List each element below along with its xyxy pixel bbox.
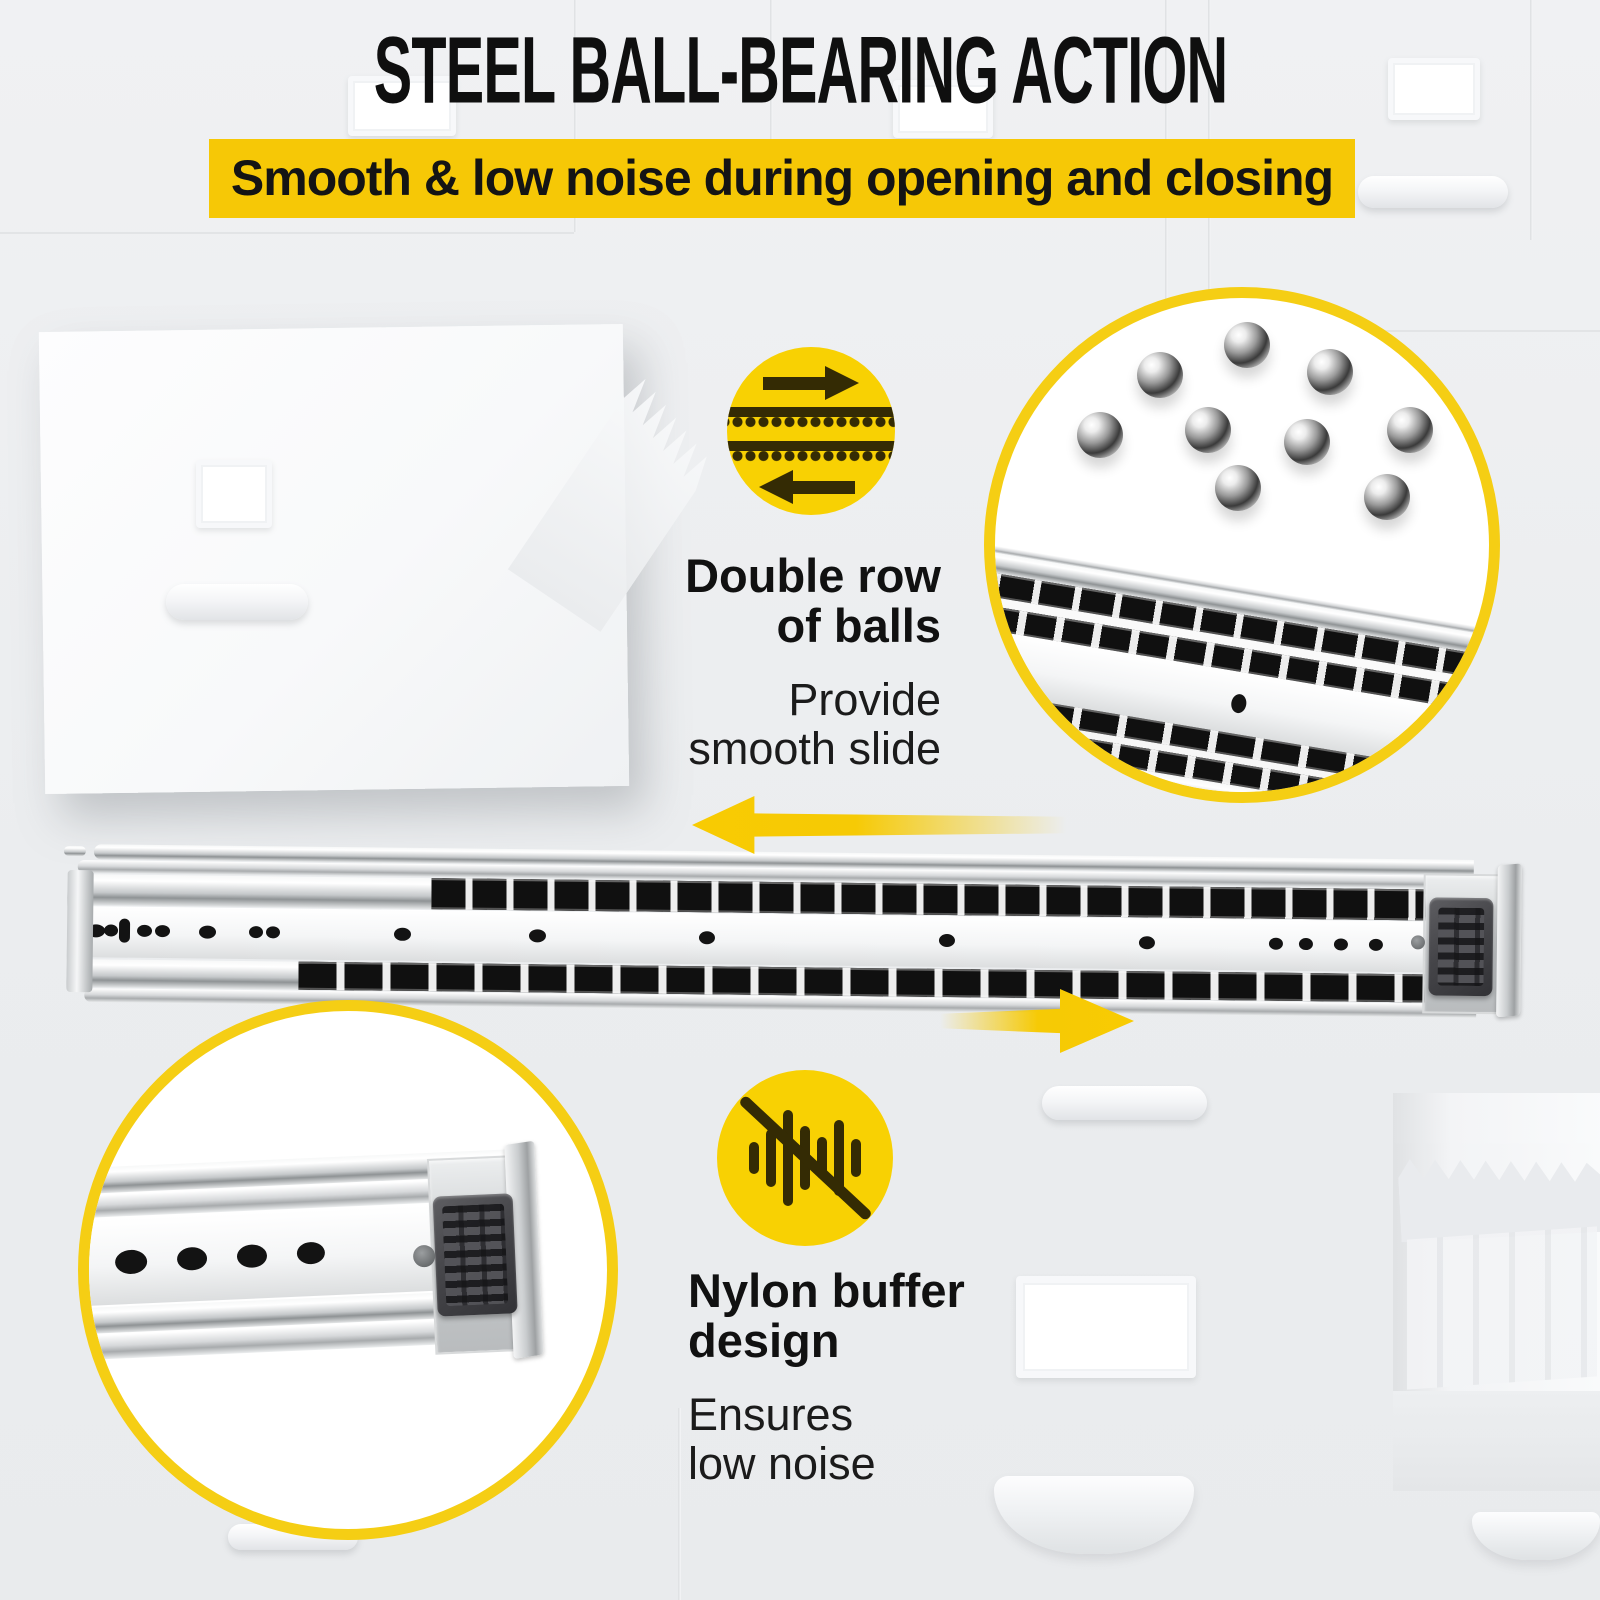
slide-left-rod bbox=[63, 845, 86, 857]
slide-inner-rail bbox=[66, 958, 301, 990]
sound-bar bbox=[766, 1129, 776, 1187]
cabinet-cup-handle bbox=[994, 1476, 1194, 1554]
ball-bearing bbox=[1224, 322, 1270, 368]
mounting-hole bbox=[198, 925, 217, 939]
bracket-hole bbox=[1410, 935, 1426, 950]
mounting-hole bbox=[1268, 937, 1284, 950]
ball-bearing bbox=[1387, 407, 1433, 453]
drawer-label-plate bbox=[196, 460, 272, 528]
feature-subtext-line: low noise bbox=[688, 1438, 876, 1489]
cabinet-label-plate bbox=[1016, 1276, 1196, 1378]
mounting-hole bbox=[265, 926, 281, 939]
slide-inner-rail bbox=[67, 873, 434, 910]
feature-nylon-buffer: Nylon buffer design Ensures low noise bbox=[688, 1266, 965, 1489]
sound-bar bbox=[749, 1142, 759, 1174]
cabinet-label-plate bbox=[348, 76, 456, 136]
file-tabs-zigzag bbox=[1397, 1140, 1600, 1243]
sound-bar bbox=[817, 1137, 827, 1179]
drawer-body bbox=[1393, 1391, 1600, 1491]
sound-bar bbox=[783, 1110, 793, 1206]
subtitle-banner-text: Smooth & low noise during opening and cl… bbox=[230, 150, 1334, 206]
feature-subtext: Ensures low noise bbox=[688, 1390, 965, 1488]
ball-bearing bbox=[1215, 465, 1261, 511]
ball-bearing bbox=[1307, 349, 1353, 395]
mounting-hole bbox=[103, 924, 119, 937]
slide-end-closeup bbox=[89, 1140, 607, 1409]
arrow-right-shaft bbox=[763, 377, 827, 390]
cabinet-seam bbox=[678, 1408, 681, 1600]
slide-end-cap bbox=[1496, 863, 1522, 1018]
feature-subtext: Provide smooth slide bbox=[685, 675, 941, 773]
nylon-buffer bbox=[432, 1193, 518, 1317]
double-row-of-balls-icon bbox=[727, 347, 895, 515]
slide-rail-closeup bbox=[995, 534, 1489, 792]
mounting-hole bbox=[528, 929, 547, 943]
cabinet-label-plate bbox=[893, 80, 993, 138]
feature-heading: Double row of balls bbox=[685, 551, 941, 651]
drawer-handle bbox=[166, 584, 308, 620]
nylon-buffer bbox=[1428, 897, 1494, 997]
ball-bearing bbox=[1077, 412, 1123, 458]
arrow-left-shaft bbox=[791, 481, 855, 494]
ball-row bbox=[727, 451, 895, 462]
drawer-slide-product bbox=[63, 844, 1522, 1020]
feature-heading-line: Nylon buffer bbox=[688, 1264, 965, 1317]
slide-left-end-cap bbox=[66, 869, 94, 993]
mounting-hole bbox=[698, 931, 716, 945]
mounting-hole bbox=[1138, 936, 1156, 950]
nylon-buffer-slots bbox=[1437, 907, 1485, 987]
ball-row bbox=[727, 417, 895, 428]
no-noise-icon bbox=[717, 1070, 893, 1246]
feature-double-row: Double row of balls Provide smooth slide bbox=[685, 551, 941, 774]
ball-rail-bar bbox=[727, 441, 895, 451]
cabinet-handle bbox=[1358, 176, 1508, 208]
feature-heading: Nylon buffer design bbox=[688, 1266, 965, 1366]
file-folders bbox=[1407, 1226, 1597, 1390]
mounting-hole bbox=[1333, 938, 1349, 951]
mounting-hole bbox=[248, 926, 264, 939]
cabinet-handle bbox=[1042, 1086, 1207, 1120]
ball-bearing bbox=[1364, 474, 1410, 520]
mounting-hole bbox=[938, 933, 956, 948]
nylon-buffer-slots bbox=[441, 1203, 509, 1307]
ball-rail-bar bbox=[727, 407, 895, 417]
feature-subtext-line: smooth slide bbox=[688, 723, 941, 774]
cabinet-seam bbox=[574, 0, 577, 232]
ball-bearing-closeup-inset bbox=[984, 287, 1500, 803]
ball-bearing bbox=[1284, 419, 1330, 465]
mounting-hole bbox=[1368, 938, 1384, 951]
feature-heading-line: of balls bbox=[776, 599, 941, 652]
mounting-hole bbox=[136, 924, 153, 937]
subtitle-banner: Smooth & low noise during opening and cl… bbox=[209, 139, 1355, 218]
sound-bar bbox=[851, 1139, 861, 1177]
cabinet-seam bbox=[0, 232, 574, 234]
ball-bearing bbox=[1185, 407, 1231, 453]
cabinet-seam bbox=[770, 0, 773, 148]
cabinet-cup-handle bbox=[1472, 1512, 1600, 1560]
arrow-left-head bbox=[759, 470, 793, 504]
nylon-buffer-closeup-inset bbox=[78, 1000, 618, 1540]
feature-heading-line: Double row bbox=[685, 549, 941, 602]
ball-bearing bbox=[1137, 352, 1183, 398]
feature-subtext-line: Provide bbox=[788, 674, 941, 725]
feature-subtext-line: Ensures bbox=[688, 1389, 854, 1440]
page-title-text: STEEL BALL-BEARING ACTION bbox=[373, 18, 1227, 124]
cabinet-seam bbox=[1208, 330, 1600, 332]
cabinet-label-plate bbox=[1388, 58, 1480, 120]
open-file-drawer bbox=[1393, 1093, 1600, 1491]
mounting-hole bbox=[1229, 693, 1248, 715]
mounting-hole bbox=[393, 927, 412, 941]
mounting-slot bbox=[118, 918, 131, 943]
arrow-right-head bbox=[825, 366, 859, 400]
mounting-hole bbox=[154, 924, 171, 938]
yellow-arrow-left-icon bbox=[692, 796, 1082, 854]
page-title: STEEL BALL-BEARING ACTION bbox=[0, 18, 1600, 124]
sound-bar bbox=[834, 1120, 844, 1196]
feature-heading-line: design bbox=[688, 1314, 840, 1367]
cabinet-seam bbox=[1530, 0, 1533, 240]
mounting-hole bbox=[1298, 937, 1314, 951]
